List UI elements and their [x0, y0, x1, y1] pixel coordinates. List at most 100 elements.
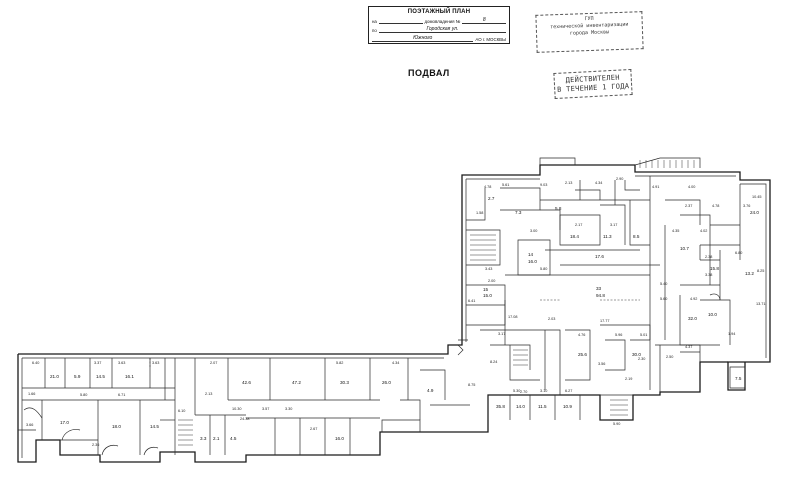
- dim-label: 5.61: [502, 183, 509, 187]
- room-area: 15.0: [483, 293, 492, 298]
- dim-label: 3.00: [530, 229, 537, 233]
- room-area: 18.0: [112, 424, 121, 429]
- dim-label: 1.58: [476, 211, 483, 215]
- room-area: 2.1: [213, 436, 220, 441]
- dim-label: 2.07: [210, 361, 217, 365]
- dim-label: 17.08: [508, 315, 518, 319]
- dim-label: 2.70: [520, 390, 527, 394]
- dim-label: 3.37: [94, 361, 101, 365]
- dim-label: 2.37: [685, 204, 692, 208]
- dim-label: 4.02: [700, 229, 707, 233]
- title-row-2-value: Городская ул.: [378, 26, 506, 33]
- dimension-labels: 6.40 3.37 3.63 3.63 2.07 5.82 4.34 4.78 …: [26, 177, 766, 447]
- title-row-3-suffix: АО г. МОСКВЫ: [475, 37, 506, 42]
- dim-label: 2.13: [565, 181, 572, 185]
- dim-label: 6.27: [565, 389, 572, 393]
- room-area: 25.6: [578, 352, 587, 357]
- dim-label: 2.00: [488, 279, 495, 283]
- dim-label: 5.30: [513, 389, 520, 393]
- dim-label: 3.30: [285, 407, 292, 411]
- title-row-1: на домовладения № 8: [372, 17, 507, 24]
- room-area: 14.5: [150, 424, 159, 429]
- dim-label: 4.00: [688, 185, 695, 189]
- dim-label: 4.91: [652, 185, 659, 189]
- title-row-1-blank: [378, 17, 423, 24]
- dim-label: 5.82: [336, 361, 343, 365]
- room-area: 4.5: [230, 436, 237, 441]
- dim-label: 10.30: [232, 407, 242, 411]
- dim-label: 6.40: [32, 361, 39, 365]
- room-area: 10.7: [680, 246, 689, 251]
- room-area: 14.0: [516, 404, 525, 409]
- room-area: 4.9: [427, 388, 434, 393]
- dim-label: 6.10: [178, 409, 185, 413]
- room-area: 30.3: [340, 380, 349, 385]
- title-row-3-value: Южного: [372, 35, 474, 42]
- title-row-1-label: домовладения №: [424, 19, 461, 24]
- dim-label: 4.34: [392, 361, 399, 365]
- room-area: 47.2: [292, 380, 301, 385]
- dim-label: 3.63: [118, 361, 125, 365]
- dim-label: 4.34: [595, 181, 602, 185]
- room-labels: 21.0 5.9 14.5 16.1 42.6 47.2 30.3 26.0 4…: [50, 196, 759, 441]
- right-wing-partitions: [457, 176, 746, 420]
- dim-label: 5.96: [615, 333, 622, 337]
- dim-label: 3.10: [540, 389, 547, 393]
- room-area: 10.0: [708, 312, 717, 317]
- dim-label: 3.76: [743, 204, 750, 208]
- title-block: ПОЭТАЖНЫЙ ПЛАН на домовладения № 8 по Го…: [368, 6, 510, 44]
- room-area: 42.6: [242, 380, 251, 385]
- room-area: 13.2: [745, 271, 754, 276]
- dim-label: 2.13: [205, 392, 212, 396]
- room-area: 26.0: [382, 380, 391, 385]
- room-area: 8.5: [633, 234, 640, 239]
- dim-label: 1.66: [28, 392, 35, 396]
- room-area: 10.9: [563, 404, 572, 409]
- room-number: 14: [528, 252, 534, 257]
- dim-label: 3.66: [26, 423, 33, 427]
- room-area: 24.0: [750, 210, 759, 215]
- dim-label: 4.76: [578, 333, 585, 337]
- dim-label: 2.38: [705, 255, 712, 259]
- dim-label: 10.45: [752, 195, 762, 199]
- dim-label: 4.78: [484, 185, 491, 189]
- dim-label: 3.17: [498, 332, 505, 336]
- room-area: 30.0: [632, 352, 641, 357]
- dim-label: 1.94: [728, 332, 735, 336]
- room-area: 15.8: [710, 266, 719, 271]
- dim-label: 3.43: [485, 267, 492, 271]
- dim-label: 2.03: [548, 317, 555, 321]
- dim-label: 13.71: [756, 302, 766, 306]
- dim-label: 5.01: [640, 333, 647, 337]
- room-area: 16.0: [335, 436, 344, 441]
- dim-label: 4.37: [685, 345, 692, 349]
- outer-walls: [17, 157, 771, 463]
- plan-title: ПОЭТАЖНЫЙ ПЛАН: [407, 9, 471, 15]
- title-row-3: Южного АО г. МОСКВЫ: [372, 35, 506, 42]
- dim-label: 3.17: [610, 223, 617, 227]
- room-area: 5.9: [74, 374, 81, 379]
- dim-label: 3.63: [152, 361, 159, 365]
- dim-label: 3.57: [262, 407, 269, 411]
- room-area: 2.7: [488, 196, 495, 201]
- dim-label: 8.75: [468, 383, 475, 387]
- room-area: 11.5: [538, 404, 547, 409]
- title-row-2-prefix: по: [372, 28, 377, 33]
- dim-label: 5.80: [80, 393, 87, 397]
- dim-label: 5.40: [660, 282, 667, 286]
- floor-label: ПОДВАЛ: [408, 68, 450, 78]
- room-number: 15: [483, 287, 489, 292]
- room-area: 94.8: [596, 293, 605, 298]
- room-area: 21.0: [50, 374, 59, 379]
- room-area: 5.8: [555, 206, 562, 211]
- room-area: 16.0: [528, 259, 537, 264]
- room-area: 3.3: [200, 436, 207, 441]
- dim-label: 5.80: [540, 267, 547, 271]
- title-row-1-value: 8: [462, 17, 507, 24]
- dim-label: 17.77: [600, 319, 610, 323]
- room-area: 14.5: [96, 374, 105, 379]
- dim-label: 6.41: [468, 299, 475, 303]
- dim-label: 2.67: [310, 427, 317, 431]
- dim-label: 4.78: [712, 204, 719, 208]
- dim-label: 2.19: [625, 377, 632, 381]
